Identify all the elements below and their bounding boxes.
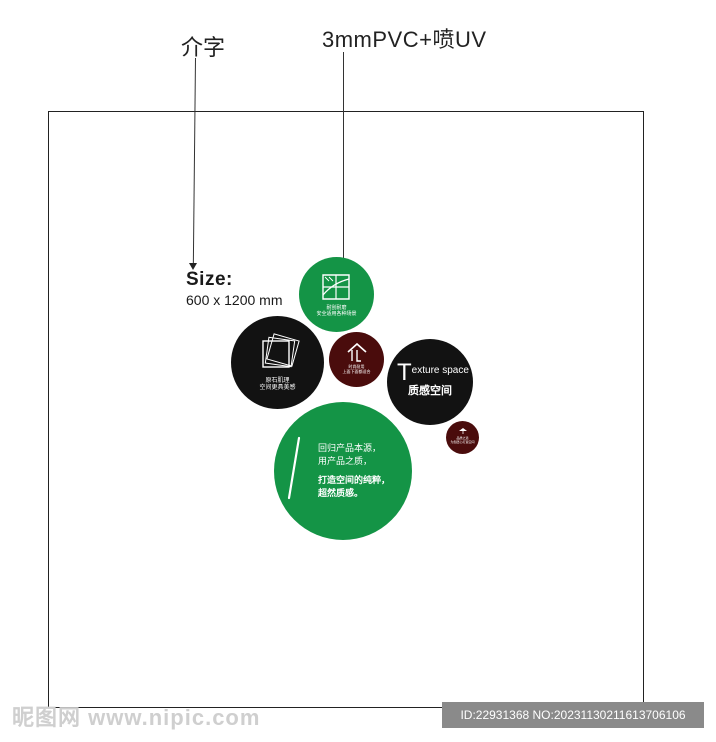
circle-green-small: 耐刮耐磨 安全适用各种场景: [299, 257, 374, 332]
slash-stroke-icon: [287, 436, 301, 500]
label-left-annotation: 介字: [181, 35, 226, 60]
big-circle-line2: 用产品之质，: [318, 456, 373, 466]
circle-maroon-tiny-line2: 为您匠心打造空间: [450, 439, 475, 444]
circle-maroon-mid: 时尚耐用 上面下面都适合: [329, 332, 384, 387]
lamp-icon: [459, 428, 467, 434]
watermark-left: 昵图网 www.nipic.com: [12, 705, 261, 730]
texture-subtitle: 质感空间: [408, 385, 452, 397]
arrow-down-icon: [189, 263, 197, 270]
circle-black-left-line2: 空间更具美感: [259, 385, 296, 392]
texture-title-rest: exture space: [411, 365, 469, 376]
circle-maroon-mid-line1: 时尚耐用: [348, 364, 365, 369]
size-value: 600 x 1200 mm: [186, 292, 283, 308]
circle-maroon-tiny-line1: 品质之选: [456, 436, 469, 440]
label-right-annotation: 3mmPVC+喷UV: [322, 27, 487, 52]
size-title: Size:: [186, 269, 233, 290]
big-circle-line3: 打造空间的纯粹，: [318, 475, 391, 485]
circle-green-small-line1: 耐刮耐磨: [326, 305, 347, 311]
house-icon: [347, 342, 367, 362]
big-circle-line4: 超然质感。: [318, 488, 364, 498]
circle-green-small-line2: 安全适用各种场景: [316, 311, 357, 317]
circle-maroon-mid-line2: 上面下面都适合: [342, 368, 371, 374]
circle-black-right: Texture space 质感空间: [387, 339, 473, 425]
texture-title-initial: T: [397, 359, 412, 386]
circle-maroon-tiny: 品质之选 为您匠心打造空间: [446, 421, 479, 454]
big-circle-line1: 回归产品本源，: [318, 443, 382, 453]
window-tile-icon: [322, 274, 350, 300]
circle-black-left: 原石肌理 空间更具美感: [231, 316, 324, 409]
stone-tiles-icon: [262, 333, 300, 368]
circle-green-big: 回归产品本源， 用产品之质， 打造空间的纯粹， 超然质感。: [274, 402, 412, 540]
circle-black-left-line1: 原石肌理: [265, 378, 290, 384]
leader-line-right: [343, 52, 344, 264]
watermark-right: ID:22931368 NO:20231130211613706106: [442, 702, 704, 728]
